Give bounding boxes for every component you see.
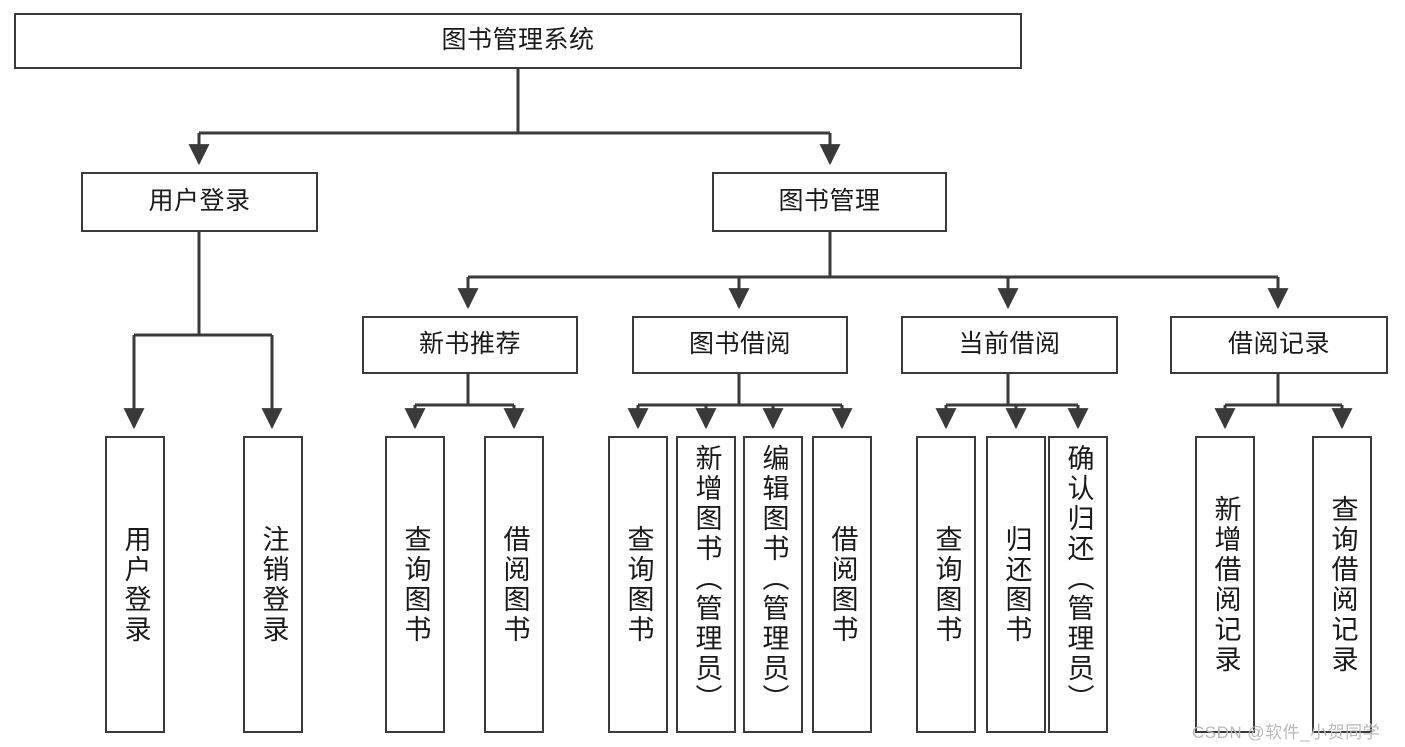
node-label: 确认归还（管理员） bbox=[1063, 444, 1094, 714]
node-leaf-user-login[interactable]: 用户登录 bbox=[105, 436, 165, 733]
node-leaf-query-borrow-record[interactable]: 查询借阅记录 bbox=[1312, 436, 1372, 733]
node-borrow-record[interactable]: 借阅记录 bbox=[1170, 316, 1388, 374]
node-leaf-query-book-current[interactable]: 查询图书 bbox=[916, 436, 976, 733]
node-leaf-edit-book-admin[interactable]: 编辑图书（管理员） bbox=[743, 436, 803, 733]
node-leaf-borrow-book[interactable]: 借阅图书 bbox=[812, 436, 872, 733]
node-leaf-query-book-borrow[interactable]: 查询图书 bbox=[608, 436, 668, 733]
node-label: 图书管理系统 bbox=[441, 26, 595, 55]
node-book-management[interactable]: 图书管理 bbox=[712, 172, 947, 232]
node-leaf-logout[interactable]: 注销登录 bbox=[243, 436, 303, 733]
node-label: 新增图书（管理员） bbox=[691, 444, 722, 714]
node-new-book-recommend[interactable]: 新书推荐 bbox=[362, 316, 578, 374]
csdn-watermark: CSDN @软件_小贺同学 bbox=[1192, 723, 1381, 742]
node-label: 用户登录 bbox=[148, 187, 251, 216]
node-label: 用户登录 bbox=[120, 524, 151, 645]
node-book-borrow[interactable]: 图书借阅 bbox=[632, 316, 848, 374]
node-label: 查询图书 bbox=[400, 524, 431, 645]
node-label: 图书借阅 bbox=[688, 330, 791, 359]
node-leaf-query-book-recommend[interactable]: 查询图书 bbox=[385, 436, 445, 733]
node-leaf-add-book-admin[interactable]: 新增图书（管理员） bbox=[676, 436, 736, 733]
node-current-borrow[interactable]: 当前借阅 bbox=[901, 316, 1118, 374]
node-leaf-confirm-return-admin[interactable]: 确认归还（管理员） bbox=[1048, 436, 1108, 733]
node-leaf-add-borrow-record[interactable]: 新增借阅记录 bbox=[1195, 436, 1255, 733]
node-label: 借阅记录 bbox=[1227, 330, 1330, 359]
node-user-login[interactable]: 用户登录 bbox=[81, 172, 318, 232]
node-label: 注销登录 bbox=[258, 524, 289, 645]
node-label: 查询借阅记录 bbox=[1327, 494, 1358, 675]
node-label: 新增借阅记录 bbox=[1210, 494, 1241, 675]
node-label: 图书管理 bbox=[778, 187, 881, 216]
node-label: 借阅图书 bbox=[827, 524, 858, 645]
node-label: 新书推荐 bbox=[418, 330, 521, 359]
node-label: 当前借阅 bbox=[958, 330, 1061, 359]
node-label: 编辑图书（管理员） bbox=[758, 444, 789, 714]
node-leaf-borrow-book-recommend[interactable]: 借阅图书 bbox=[484, 436, 544, 733]
node-label: 查询图书 bbox=[931, 524, 962, 645]
node-system-root[interactable]: 图书管理系统 bbox=[14, 13, 1022, 69]
node-leaf-return-book[interactable]: 归还图书 bbox=[986, 436, 1046, 733]
node-label: 借阅图书 bbox=[499, 524, 530, 645]
node-label: 查询图书 bbox=[623, 524, 654, 645]
node-label: 归还图书 bbox=[1001, 524, 1032, 645]
